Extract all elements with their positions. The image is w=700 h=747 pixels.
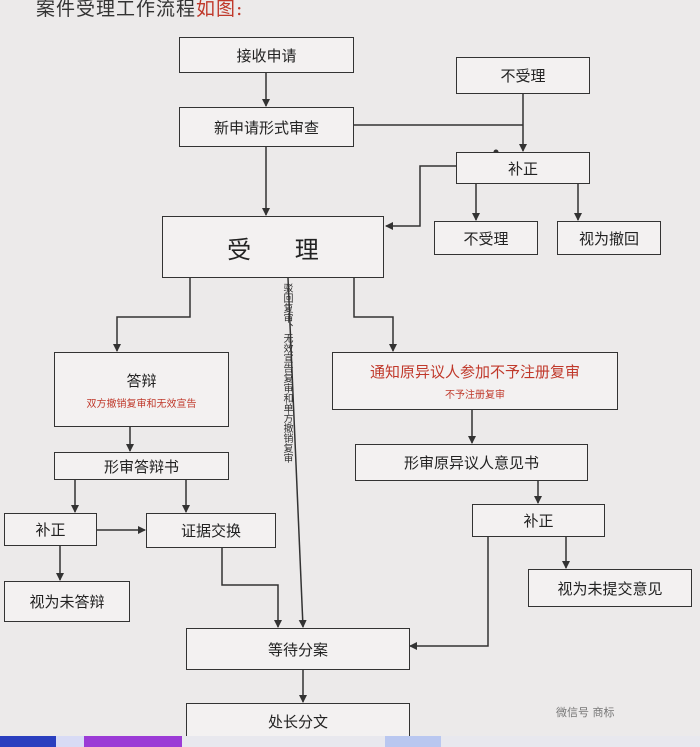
node-bushouli-mid-label: 不受理 [463,229,509,248]
node-jieshou-label: 接收申请 [236,46,297,65]
line-shouli-dabian [113,278,191,352]
node-buzheng-right-label: 补正 [523,512,554,530]
node-yuanyiyi: 形审原异议人意见书 [355,444,588,481]
node-chuzhang-label: 处长分文 [267,712,328,731]
node-dabian: 答辩 双方撤销复审和无效宣告 [54,352,229,427]
line-buzheng-dengdai [409,537,489,650]
node-chuzhang: 处长分文 [186,703,410,739]
node-tongzhi-sub: 不予注册复审 [445,390,505,401]
side-label-vertical: 驳回复审、无效宣告复审和单方撤销复审 [281,283,292,463]
node-buzheng-left-label: 补正 [35,521,66,539]
page-title: 案件受理工作流程如图: [36,0,243,21]
node-tongzhi-label: 通知原异议人参加不予注册复审 [369,363,580,381]
node-buzheng-left: 补正 [4,513,97,546]
node-bushouli-top: 不受理 [456,57,590,94]
node-xinshenqing-label: 新申请形式审查 [213,118,319,137]
node-zhengju: 证据交换 [146,513,276,548]
node-shiwei-chehui: 视为撤回 [557,221,661,255]
line-shouli-dengdai [287,277,307,628]
node-shiwei-wei-dabian: 视为未答辩 [4,581,130,622]
title-accent: 如图: [196,0,244,20]
node-jieshou: 接收申请 [179,37,354,73]
node-buzheng-right: 补正 [472,504,605,537]
node-bushouli-top-label: 不受理 [500,67,546,85]
node-xinshenqing: 新申请形式审查 [179,107,354,147]
node-bushouli-mid: 不受理 [434,221,538,255]
line-shouli-tongzhi [353,278,397,352]
node-shiwei-chehui-label: 视为撤回 [578,229,639,248]
line-zhengju-dengdai [221,548,282,628]
watermark: 微信号 商标 [556,706,615,719]
node-dabian-sub: 双方撤销复审和无效宣告 [86,398,197,410]
node-xingshen-dabian-label: 形审答辩书 [103,457,179,476]
node-shouli-label: 受 理 [227,235,337,264]
node-xingshen-dabian: 形审答辩书 [54,452,229,480]
node-dabian-label: 答辩 [126,371,157,390]
node-dengdai: 等待分案 [186,628,410,670]
title-text: 案件受理工作流程 [36,0,197,20]
node-shiwei-wei-dabian-label: 视为未答辩 [29,593,105,611]
node-tongzhi: 通知原异议人参加不予注册复审 不予注册复审 [332,352,618,410]
node-shiwei-wei-tijiao: 视为未提交意见 [528,569,692,607]
node-zhengju-label: 证据交换 [180,522,241,540]
node-dengdai-label: 等待分案 [267,640,328,659]
bottom-color-strip [0,736,700,747]
line-buzheng-shouli [385,165,456,230]
node-shouli: 受 理 [162,216,384,278]
node-yuanyiyi-label: 形审原异议人意见书 [403,454,539,472]
node-shiwei-wei-tijiao-label: 视为未提交意见 [557,579,663,598]
node-buzheng-top-label: 补正 [507,159,538,178]
node-buzheng-top: 补正 [456,152,590,184]
